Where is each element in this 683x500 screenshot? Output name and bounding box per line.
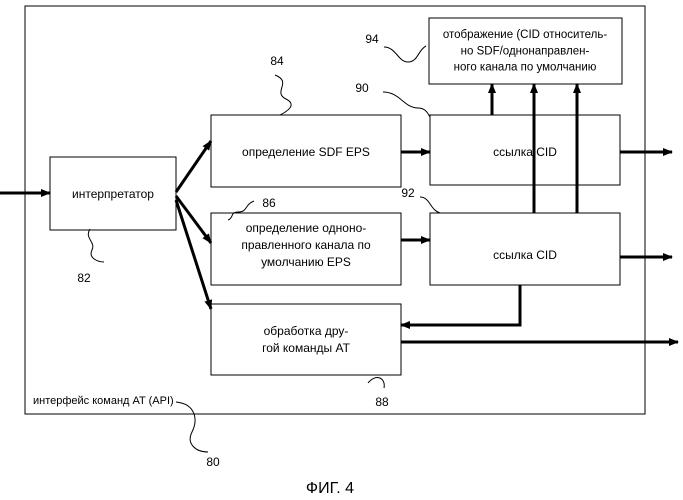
other-command-block [211,304,401,375]
label-line: гой команды AT [262,341,351,355]
label-line: ссылка CID [493,145,557,159]
label-line: ссылка CID [493,248,557,262]
arrow-interp-other [176,200,211,309]
leader-84 [275,75,291,115]
cid-ref-2-label: ссылка CID [493,248,557,262]
arrow-interp-sdf [176,141,211,192]
label-line: правленного канала по [241,238,371,252]
api-boundary-label: интерфейс команд AT (API) [33,395,174,407]
arrow-cid2-to-other [401,285,520,325]
label-line: обработка дру- [264,324,349,338]
sdf-label: определение SDF EPS [242,145,370,159]
label-line: определение одноно- [246,221,367,235]
leader-80 [176,402,208,452]
label-line: интерпретатор [72,187,154,201]
leader-90 [383,92,430,117]
leader-88 [368,378,384,388]
label-line: ного канала по умолчанию [454,62,597,74]
leader-82 [88,229,104,262]
label-line: умолчанию EPS [261,255,351,269]
leader-92 [420,197,440,213]
ref-80: 80 [206,455,220,469]
ref-90: 90 [355,81,369,95]
mapping-label: отображение (CID относитель-но SDF/однон… [443,29,608,74]
label-line: отображение (CID относитель- [443,29,608,41]
ref-82: 82 [77,271,91,285]
cid-ref-1-label: ссылка CID [493,145,557,159]
ref-88: 88 [375,395,389,409]
ref-94: 94 [365,32,379,46]
ref-84: 84 [270,54,284,68]
interpreter-label: интерпретатор [72,187,154,201]
leader-94 [384,46,426,62]
ref-86: 86 [262,196,276,210]
label-line: но SDF/однонаправлен- [461,45,590,57]
ref-92: 92 [401,186,415,200]
label-line: определение SDF EPS [242,145,370,159]
figure-caption: ФИГ. 4 [306,480,354,497]
